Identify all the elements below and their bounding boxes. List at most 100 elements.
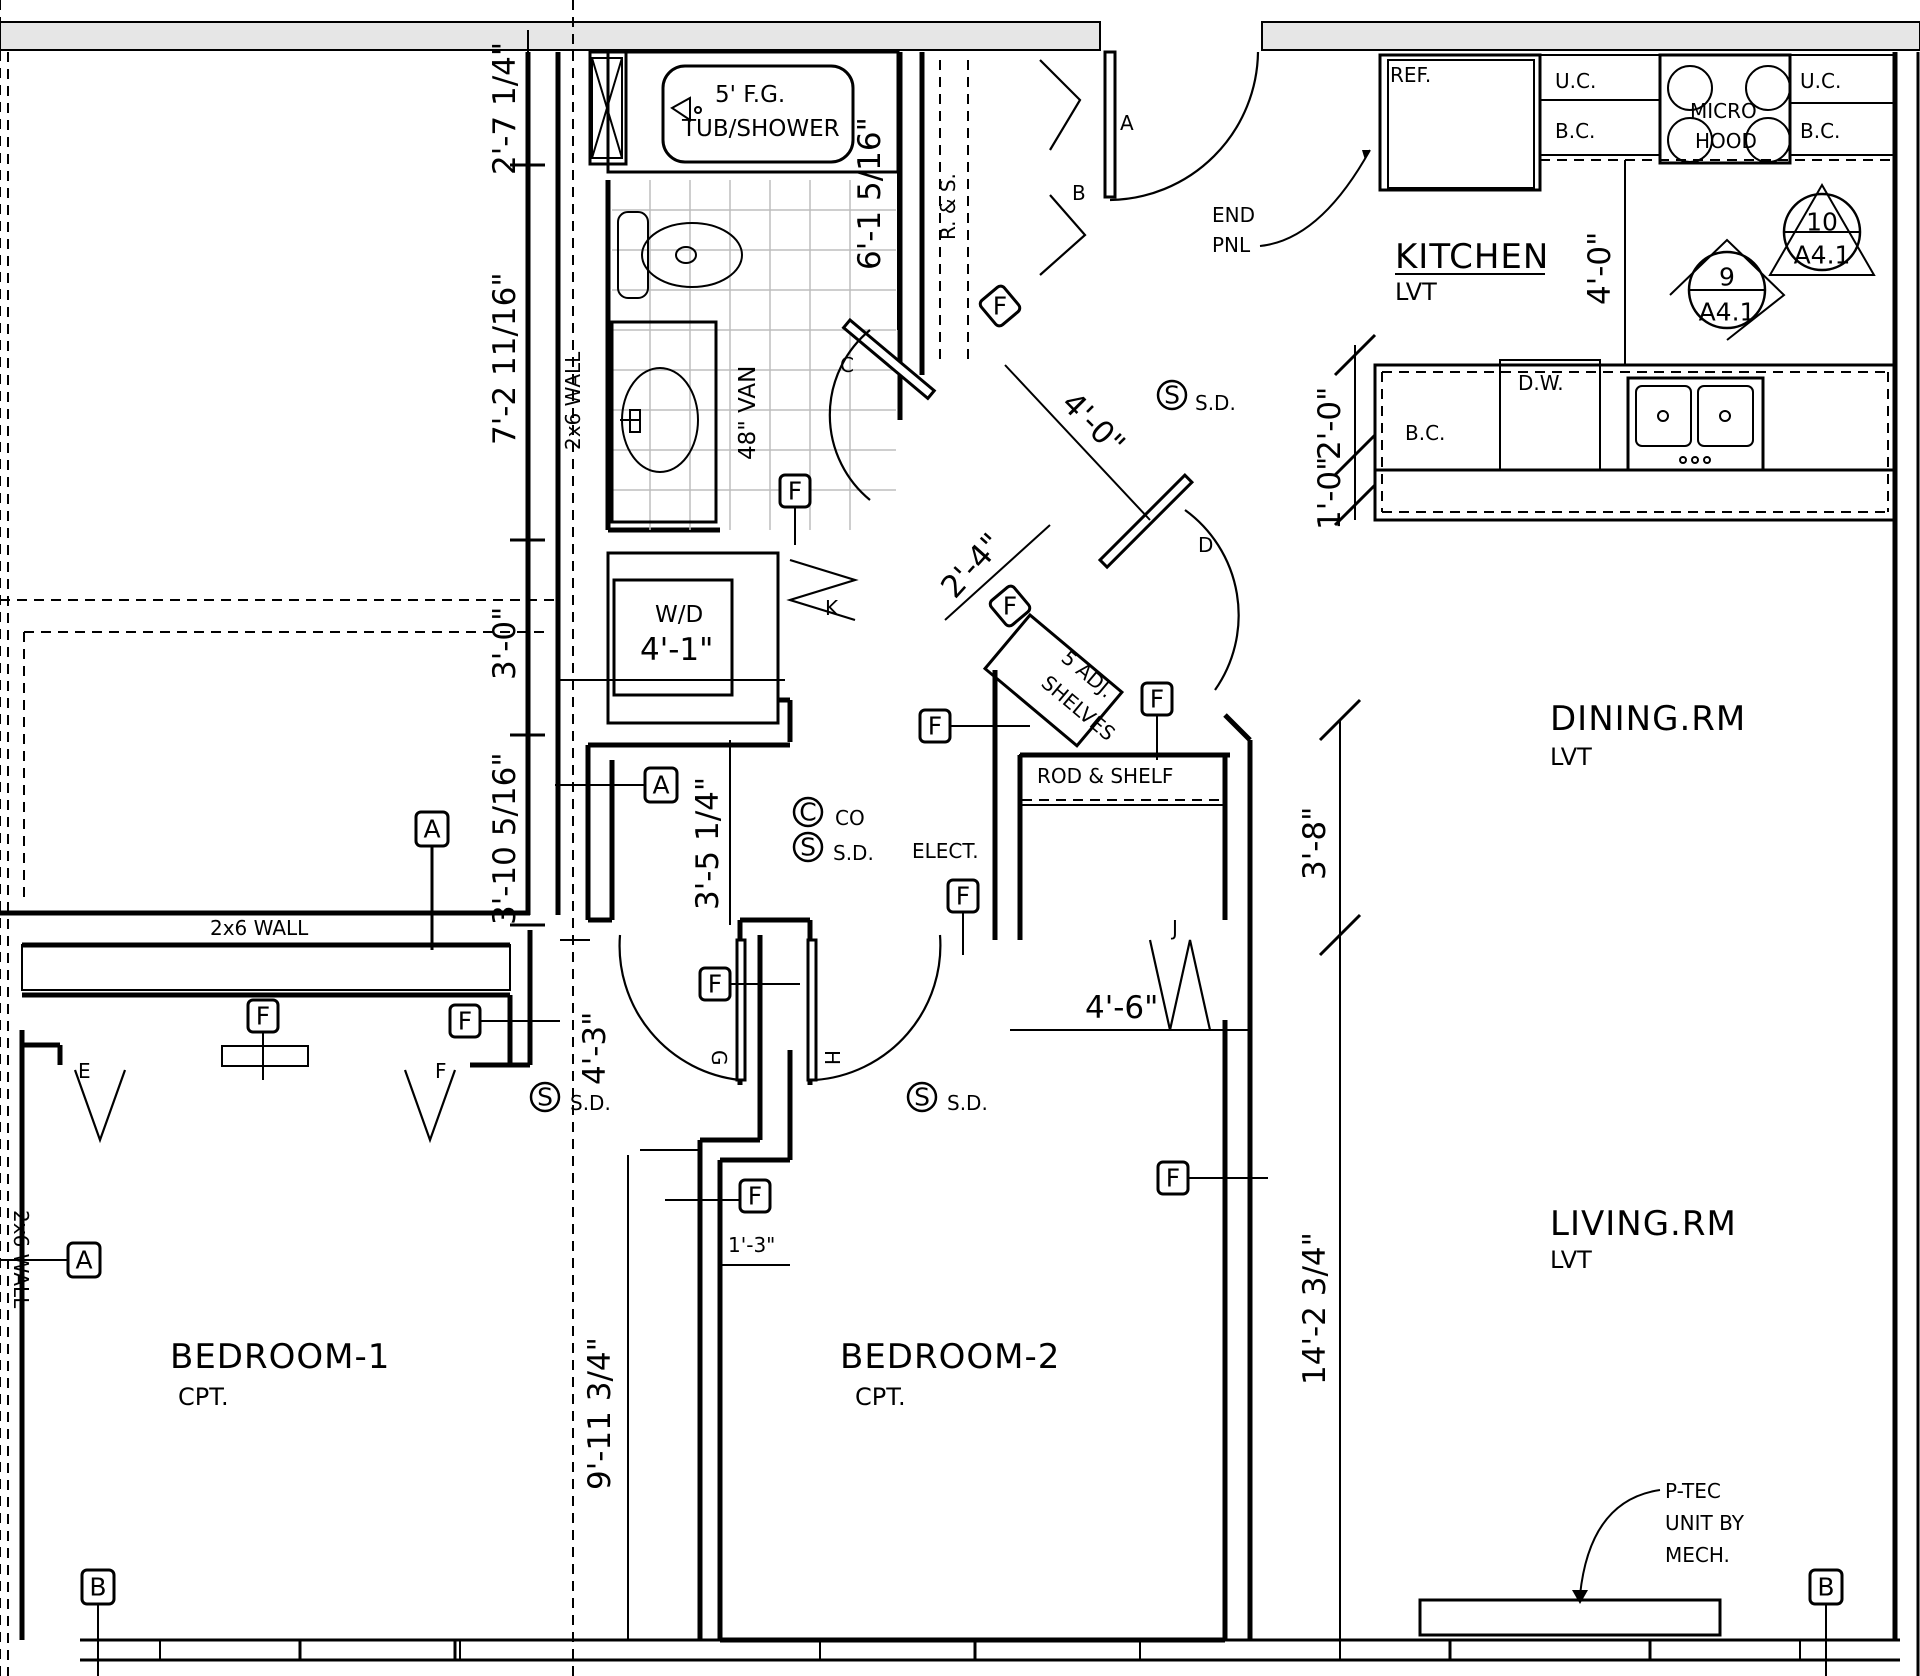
bc-left-label: B.C. — [1555, 119, 1595, 143]
end-panel-label-1: END — [1212, 203, 1255, 227]
dim-1-0: 1'-0" — [1312, 457, 1348, 530]
svg-text:F: F — [458, 1007, 472, 1036]
ptec-label-3: MECH. — [1665, 1543, 1730, 1567]
svg-text:F: F — [993, 292, 1007, 321]
svg-text:S: S — [537, 1083, 553, 1112]
door-label-e: E — [78, 1059, 91, 1083]
room-name-living: LIVING.RM — [1550, 1204, 1737, 1244]
svg-text:10: 10 — [1806, 208, 1838, 237]
dim-3-0: 3'-0" — [487, 607, 523, 680]
svg-text:A: A — [423, 815, 440, 844]
elect-label: ELECT. — [912, 839, 979, 863]
door-label-f: F — [435, 1059, 447, 1083]
svg-text:C: C — [799, 798, 816, 827]
tub-faucet-icon — [670, 96, 691, 122]
tag-b: B — [1808, 1568, 1844, 1676]
room-finish-dining: LVT — [1550, 743, 1592, 771]
door-label-k: K — [825, 596, 839, 620]
ptec-unit — [1418, 1598, 1722, 1637]
dw-label: D.W. — [1518, 371, 1564, 395]
dim-4-0-kitchen: 4'-0" — [1582, 232, 1618, 305]
svg-text:CO: CO — [835, 806, 865, 830]
svg-text:B: B — [1817, 1573, 1834, 1602]
room-name-dining: DINING.RM — [1550, 699, 1746, 739]
svg-text:A: A — [75, 1246, 92, 1275]
door-label-h: H — [820, 1050, 844, 1065]
hood-label: HOOD — [1695, 129, 1757, 153]
ptec-label-1: P-TEC — [1665, 1479, 1721, 1503]
wd-label: W/D — [655, 602, 703, 628]
svg-text:A: A — [652, 771, 669, 800]
smoke-detector: S S.D. — [906, 1081, 988, 1115]
doors — [73, 50, 1260, 1144]
svg-text:S.D.: S.D. — [947, 1091, 988, 1115]
door-label-g: G — [707, 1050, 731, 1066]
room-finish-kitchen: LVT — [1395, 278, 1437, 306]
dim-3-5-1-4: 3'-5 1/4" — [690, 777, 726, 910]
tag-f: F — [665, 1178, 772, 1214]
room-finish-bedroom1: CPT. — [178, 1383, 229, 1411]
tag-f: F — [1140, 681, 1174, 760]
svg-text:F: F — [708, 970, 722, 999]
sink-icon — [620, 367, 699, 473]
bath-tile-grid — [612, 180, 896, 530]
dim-4-6: 4'-6" — [1085, 990, 1158, 1026]
svg-text:F: F — [788, 477, 802, 506]
dim-1-3: 1'-3" — [728, 1233, 775, 1257]
dim-2-0: 2'-0" — [1312, 387, 1348, 460]
rs-label: R. & S. — [936, 173, 960, 240]
tag-f: F — [221, 998, 309, 1080]
smoke-detector: S S.D. — [529, 1081, 611, 1115]
svg-text:F: F — [256, 1002, 270, 1031]
tag-f: F — [946, 878, 980, 955]
svg-text:F: F — [1166, 1164, 1180, 1193]
svg-text:S.D.: S.D. — [570, 1091, 611, 1115]
svg-text:S.D.: S.D. — [1195, 391, 1236, 415]
tag-f: F — [448, 1003, 560, 1039]
adj-shelves — [982, 612, 1125, 748]
room-finish-bedroom2: CPT. — [855, 1383, 906, 1411]
kitchen-upper-cabinets — [1378, 53, 1896, 192]
tag-f: F — [778, 473, 812, 545]
tag-b: B — [80, 1568, 116, 1676]
toilet-icon — [617, 211, 743, 299]
door-label-d: D — [1198, 533, 1213, 557]
dim-2-7-1-4: 2'-7 1/4" — [487, 42, 523, 175]
tub-label-2: TUB/SHOWER — [681, 116, 840, 142]
room-finish-living: LVT — [1550, 1246, 1592, 1274]
svg-text:F: F — [1150, 685, 1164, 714]
dim-3-10-5-16: 3'-10 5/16" — [487, 752, 523, 925]
svg-text:S.D.: S.D. — [833, 841, 874, 865]
tag-a: A — [0, 1241, 102, 1279]
dim-6-1-5-16: 6'-1 5/16" — [852, 117, 888, 270]
room-name-bedroom2: BEDROOM-2 — [840, 1337, 1060, 1377]
room-name-kitchen: KITCHEN — [1395, 237, 1549, 277]
wall-note-vertical: 2x6 WALL — [561, 351, 585, 450]
tub-label-1: 5' F.G. — [715, 82, 785, 108]
svg-text:9: 9 — [1719, 263, 1735, 292]
tag-f: F — [978, 284, 1022, 328]
uc-right-label: U.C. — [1800, 69, 1841, 93]
tag-a: A — [414, 810, 450, 950]
micro-label: MICRO — [1690, 99, 1757, 123]
tag-f: F — [1156, 1160, 1268, 1196]
dim-4-3: 4'-3" — [577, 1012, 613, 1085]
svg-text:F: F — [1003, 592, 1017, 621]
leader-line — [1259, 149, 1371, 247]
bc-right-label: B.C. — [1800, 119, 1840, 143]
dim-9-11-3-4: 9'-11 3/4" — [582, 1337, 618, 1490]
dimension-lines — [510, 30, 1626, 1640]
door-label-c: C — [840, 353, 854, 377]
ptec-label-2: UNIT BY — [1665, 1511, 1745, 1535]
svg-text:S: S — [800, 833, 816, 862]
room-name-bedroom1: BEDROOM-1 — [170, 1337, 390, 1377]
vanity-label: 48" VAN — [735, 366, 761, 460]
tag-f: F — [988, 584, 1032, 628]
section-mark-10: 10 A4.1 — [1768, 183, 1876, 276]
wd-dim: 4'-1" — [640, 632, 713, 668]
svg-text:F: F — [748, 1182, 762, 1211]
svg-text:S: S — [1164, 381, 1180, 410]
carbon-monoxide-detector: C CO — [792, 796, 865, 830]
